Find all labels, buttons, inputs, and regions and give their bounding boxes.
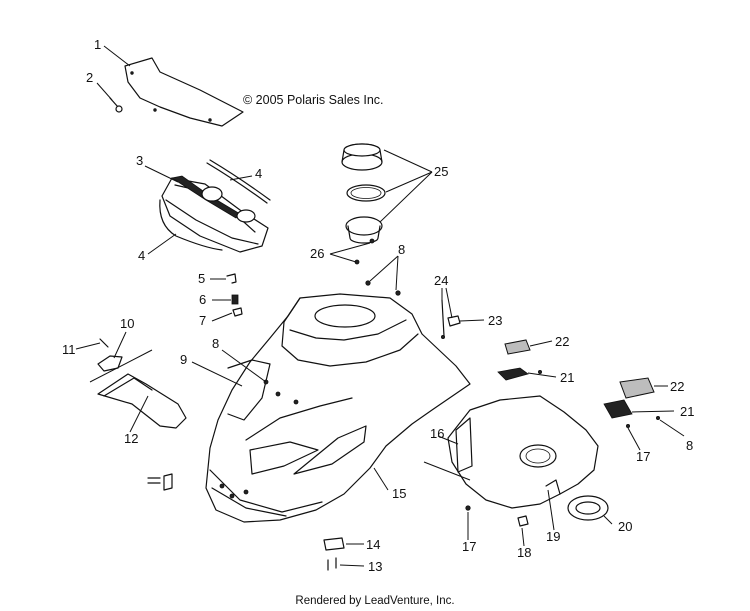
part-gauge-assembly[interactable] [341, 143, 386, 244]
callout-11: 11 [62, 342, 76, 357]
part-side-panel[interactable] [423, 395, 599, 509]
part-pads[interactable] [497, 339, 661, 428]
copyright-text: © 2005 Polaris Sales Inc. [243, 93, 384, 107]
part-hardware-small[interactable] [226, 273, 243, 317]
part-grommet[interactable] [567, 495, 609, 521]
callout-21a: 21 [560, 370, 574, 385]
callout-21b: 21 [680, 404, 694, 419]
leader-lines [75, 45, 685, 567]
callout-8b: 8 [212, 336, 219, 351]
callout-4b: 4 [138, 248, 145, 263]
callout-16: 16 [430, 426, 444, 441]
callout-5: 5 [198, 271, 205, 286]
footer-credit: Rendered by LeadVenture, Inc. [295, 595, 454, 607]
part-air-duct[interactable] [89, 338, 187, 429]
callout-20: 20 [618, 519, 632, 534]
part-cable-hardware[interactable] [440, 299, 461, 339]
part-hardware-upper[interactable] [354, 238, 401, 296]
part-fasteners[interactable] [147, 473, 529, 571]
callout-26: 26 [310, 246, 324, 261]
part-trim-strip[interactable] [159, 159, 271, 251]
part-headlight[interactable] [161, 175, 269, 253]
callout-12: 12 [124, 431, 138, 446]
callout-15: 15 [392, 486, 406, 501]
callout-25: 25 [434, 164, 448, 179]
callout-14: 14 [366, 537, 380, 552]
callout-labels: 1 2 3 4 4 5 6 7 8 8 8 9 10 11 12 13 14 1… [62, 37, 694, 574]
callout-3: 3 [136, 153, 143, 168]
part-hood-body[interactable] [205, 293, 471, 523]
callout-4a: 4 [255, 166, 262, 181]
callout-7: 7 [199, 313, 206, 328]
callout-8c: 8 [686, 438, 693, 453]
callout-23: 23 [488, 313, 502, 328]
callout-18: 18 [517, 545, 531, 560]
part-windshield[interactable] [124, 57, 244, 127]
callout-6: 6 [199, 292, 206, 307]
callout-19: 19 [546, 529, 560, 544]
callout-13: 13 [368, 559, 382, 574]
callout-2: 2 [86, 70, 93, 85]
callout-22a: 22 [555, 334, 569, 349]
callout-17a: 17 [636, 449, 650, 464]
callout-24: 24 [434, 273, 448, 288]
callout-9: 9 [180, 352, 187, 367]
callout-1: 1 [94, 37, 101, 52]
callout-17b: 17 [462, 539, 476, 554]
callout-22b: 22 [670, 379, 684, 394]
callout-10: 10 [120, 316, 134, 331]
callout-8a: 8 [398, 242, 405, 257]
